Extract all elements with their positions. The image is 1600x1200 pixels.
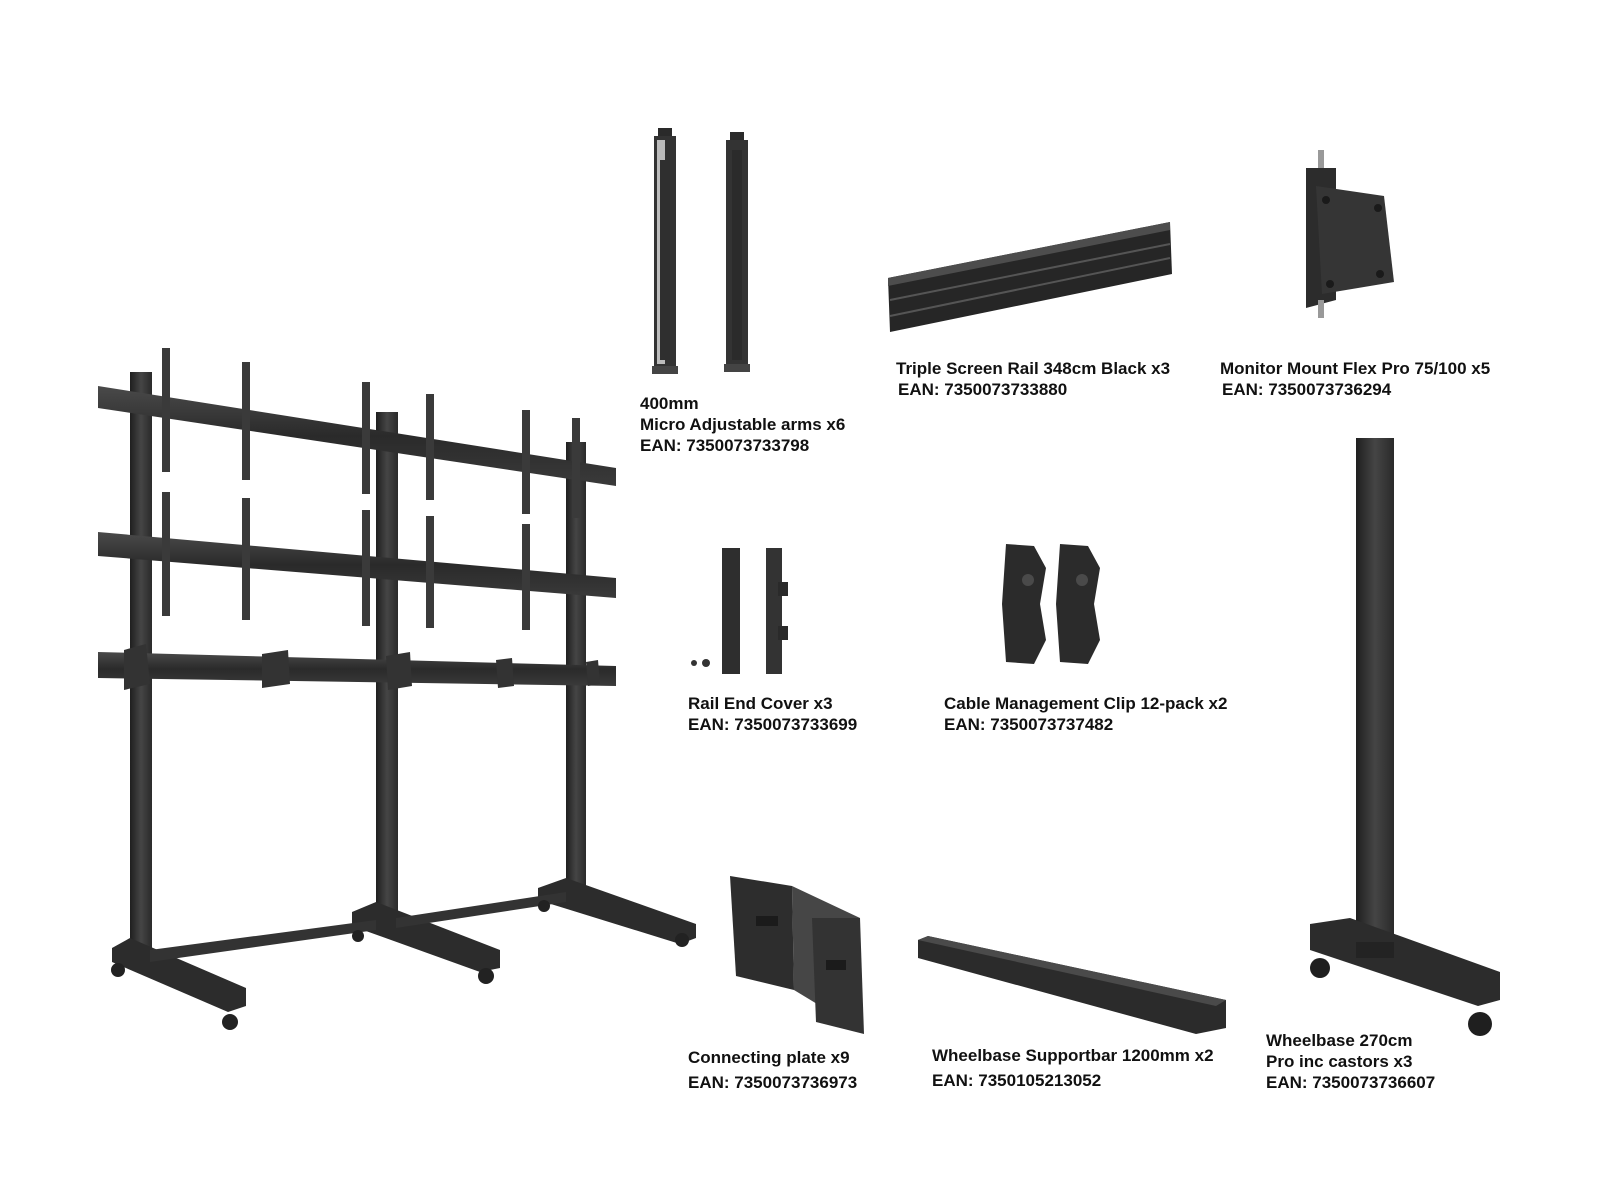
part-name-line: Rail End Cover x3 bbox=[688, 694, 833, 713]
part-name-line: Wheelbase Supportbar 1200mm x2 bbox=[932, 1046, 1214, 1065]
part-label-rail-end-cover: Rail End Cover x3 EAN: 7350073733699 bbox=[688, 693, 857, 735]
part-ean: EAN: 7350073733699 bbox=[688, 715, 858, 734]
part-ean: EAN: 7350073737482 bbox=[944, 715, 1114, 734]
part-name-line: Micro Adjustable arms x6 bbox=[640, 415, 846, 434]
part-name-line: 400mm bbox=[640, 394, 699, 413]
wheelbase-post-illustration bbox=[1310, 438, 1500, 1036]
part-name-line: Connecting plate x9 bbox=[688, 1048, 850, 1067]
part-ean: EAN: 7350105213052 bbox=[932, 1071, 1102, 1090]
part-name-line: Pro inc castors x3 bbox=[1266, 1052, 1413, 1071]
part-label-wheelbase: Wheelbase 270cm Pro inc castors x3 EAN: … bbox=[1266, 1030, 1435, 1093]
part-name-line: Cable Management Clip 12-pack x2 bbox=[944, 694, 1228, 713]
part-label-rail: Triple Screen Rail 348cm Black x3 EAN: 7… bbox=[896, 358, 1170, 400]
part-label-arms: 400mm Micro Adjustable arms x6 EAN: 7350… bbox=[640, 393, 845, 456]
monitor-mount-illustration bbox=[1306, 150, 1394, 318]
part-name-line: Wheelbase 270cm bbox=[1266, 1031, 1413, 1050]
triple-screen-rail-illustration bbox=[888, 222, 1172, 332]
part-ean: EAN: 7350073736607 bbox=[1266, 1073, 1436, 1092]
part-label-connecting-plate: Connecting plate x9 EAN: 7350073736973 bbox=[688, 1047, 857, 1093]
cable-clip-illustration bbox=[1002, 544, 1100, 664]
supportbar-illustration bbox=[918, 936, 1226, 1034]
micro-adjustable-arms-illustration bbox=[652, 128, 750, 374]
part-ean: EAN: 7350073733798 bbox=[640, 436, 810, 455]
assembled-video-wall-stand bbox=[98, 348, 696, 1030]
part-name-line: Triple Screen Rail 348cm Black x3 bbox=[896, 359, 1171, 378]
rail-end-cover-illustration bbox=[691, 548, 788, 674]
part-label-cable-clip: Cable Management Clip 12-pack x2 EAN: 73… bbox=[944, 693, 1227, 735]
connecting-plate-illustration bbox=[730, 876, 864, 1034]
part-label-supportbar: Wheelbase Supportbar 1200mm x2 EAN: 7350… bbox=[932, 1045, 1214, 1091]
part-ean: EAN: 7350073736973 bbox=[688, 1073, 858, 1092]
part-ean: EAN: 7350073736294 bbox=[1222, 380, 1392, 399]
part-name-line: Monitor Mount Flex Pro 75/100 x5 bbox=[1220, 359, 1491, 378]
part-ean: EAN: 7350073733880 bbox=[898, 380, 1068, 399]
part-label-monitor-mount: Monitor Mount Flex Pro 75/100 x5 EAN: 73… bbox=[1220, 358, 1490, 400]
